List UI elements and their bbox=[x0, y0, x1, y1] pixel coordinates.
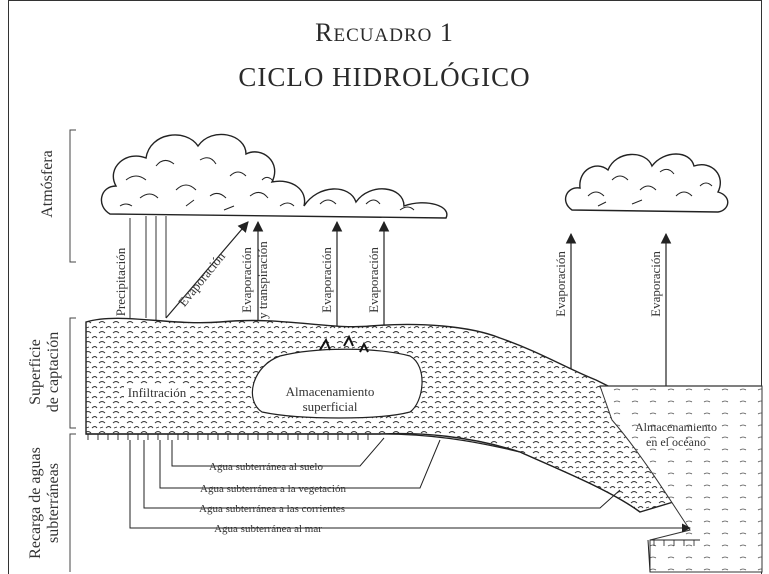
label-gw-vegetation: Agua subterránea a la vegetación bbox=[200, 483, 346, 495]
precipitation-lines bbox=[130, 216, 166, 322]
zone-label-atmosphere: Atmósfera bbox=[39, 150, 56, 218]
cloud-right bbox=[566, 154, 728, 212]
label-ocean-storage-2: en el océano bbox=[646, 435, 706, 449]
label-evaporation-3: Evaporación bbox=[319, 247, 334, 313]
zone-label-surface-1: Superficie bbox=[27, 339, 44, 405]
label-surface-storage-2: superficial bbox=[303, 399, 358, 414]
label-evaporation-diagonal: Evaporación bbox=[175, 249, 228, 310]
cloud-left bbox=[101, 134, 446, 218]
zone-label-recharge-2: subterráneas bbox=[45, 463, 62, 543]
label-evap-transp-1: Evaporación bbox=[239, 247, 254, 313]
label-surface-storage-1: Almacenamiento bbox=[286, 384, 375, 399]
zone-label-recharge-1: Recarga de aguas bbox=[27, 447, 44, 559]
zone-label-surface-2: de captación bbox=[45, 332, 62, 412]
label-infiltration: Infiltración bbox=[128, 385, 187, 400]
label-evap-transp-2: y transpiración bbox=[255, 241, 270, 319]
label-evaporation-6: Evaporación bbox=[648, 251, 663, 317]
zone-brackets bbox=[70, 130, 76, 572]
label-ocean-storage-1: Almacenamiento bbox=[635, 420, 717, 434]
label-precipitation: Precipitación bbox=[113, 247, 128, 316]
label-evaporation-4: Evaporación bbox=[366, 247, 381, 313]
label-gw-soil: Agua subterránea al suelo bbox=[209, 461, 323, 473]
label-evaporation-5: Evaporación bbox=[553, 251, 568, 317]
label-gw-sea: Agua subterránea al mar bbox=[214, 523, 322, 535]
label-gw-streams: Agua subterránea a las corrientes bbox=[199, 503, 345, 515]
land-surface bbox=[86, 318, 680, 512]
